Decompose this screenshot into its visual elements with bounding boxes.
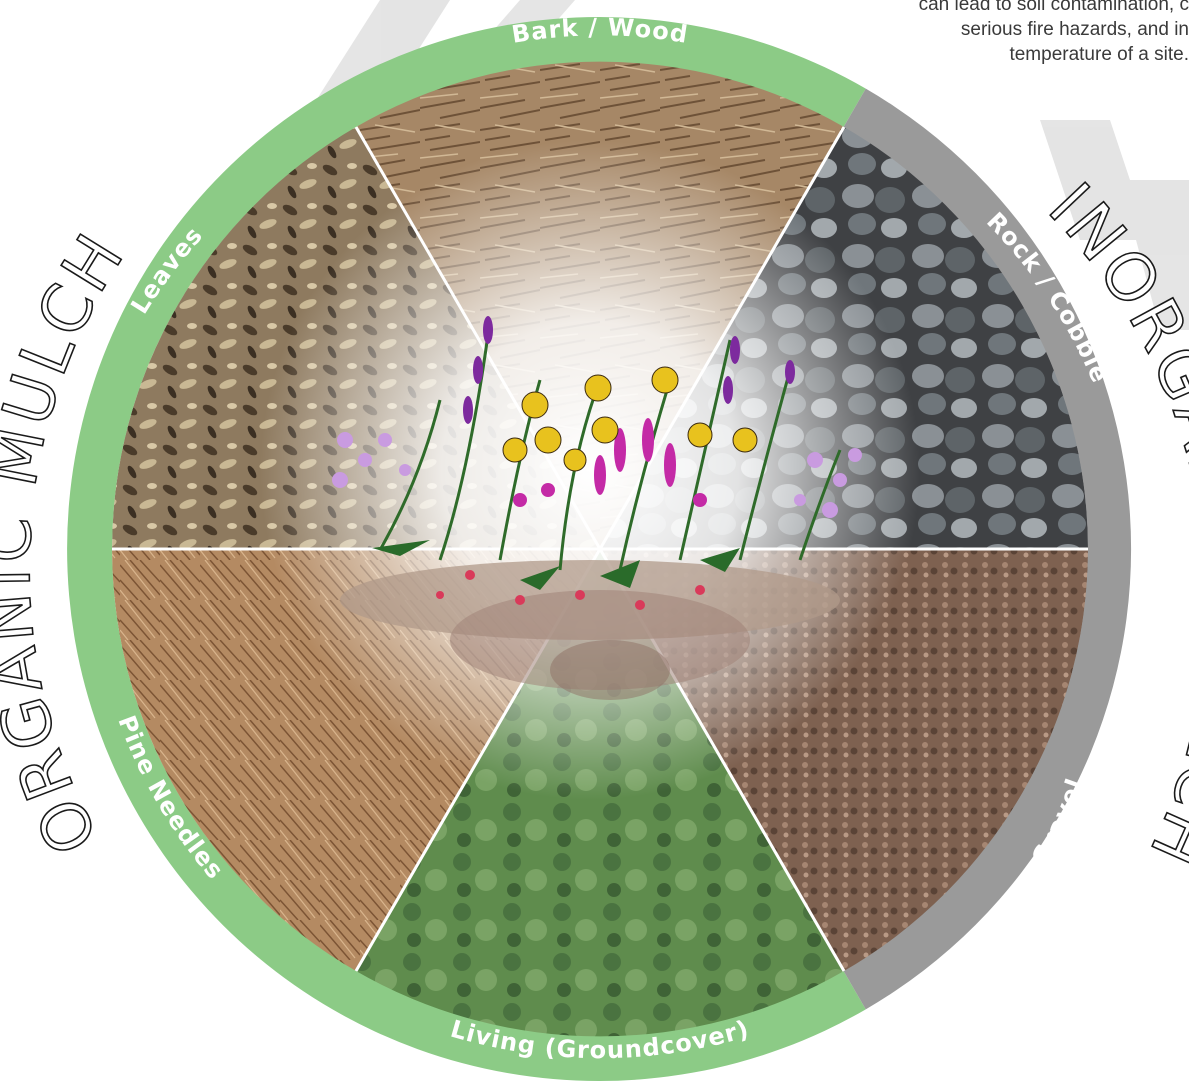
segments — [110, 62, 1090, 1037]
center-glow — [260, 140, 920, 800]
